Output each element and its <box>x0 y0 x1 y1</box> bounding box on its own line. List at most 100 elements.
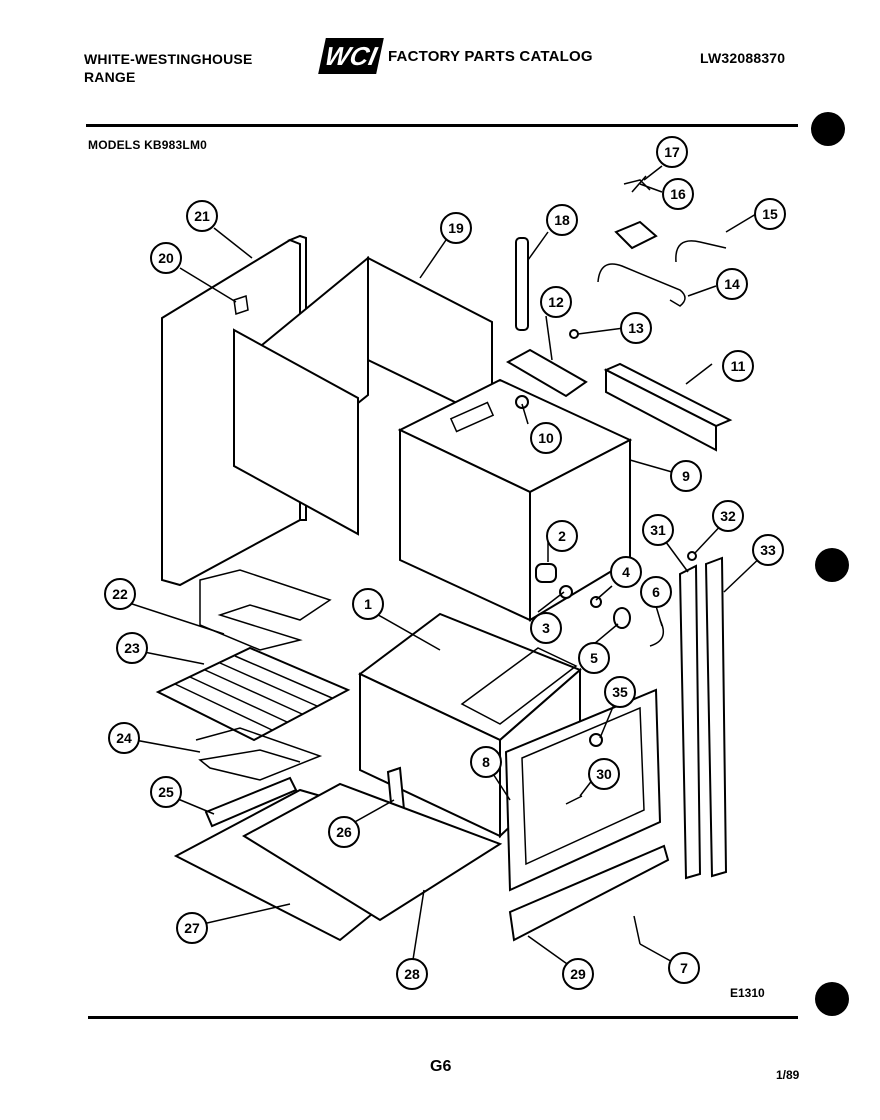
punch-hole-bottom <box>815 982 849 1016</box>
svg-text:7: 7 <box>680 960 688 976</box>
bake-element <box>195 727 323 781</box>
brand-line1: WHITE-WESTINGHOUSE <box>84 51 253 67</box>
callout-18: 18 <box>546 204 578 236</box>
callout-23: 23 <box>116 632 148 664</box>
catalog-header: WCI FACTORY PARTS CATALOG <box>318 38 593 74</box>
svg-text:18: 18 <box>554 212 570 228</box>
svg-text:26: 26 <box>336 824 352 840</box>
callout-3: 3 <box>530 612 562 644</box>
callout-22: 22 <box>104 578 136 610</box>
svg-text:27: 27 <box>184 920 200 936</box>
svg-text:4: 4 <box>622 564 630 580</box>
light-socket <box>589 733 603 747</box>
brand-line2: RANGE <box>84 69 136 85</box>
pipe-fitting <box>675 240 727 263</box>
top-rule <box>86 124 798 127</box>
svg-text:10: 10 <box>538 430 554 446</box>
svg-text:21: 21 <box>194 208 210 224</box>
svg-text:16: 16 <box>670 186 686 202</box>
side-strip-right <box>704 556 728 878</box>
callout-27: 27 <box>176 912 208 944</box>
callout-2: 2 <box>546 520 578 552</box>
broil-element <box>199 569 332 651</box>
svg-text:3: 3 <box>542 620 550 636</box>
callout-1: 1 <box>352 588 384 620</box>
document-number: LW32088370 <box>700 50 786 66</box>
svg-text:28: 28 <box>404 966 420 982</box>
valve <box>535 563 557 583</box>
callout-30: 30 <box>588 758 620 790</box>
svg-text:17: 17 <box>664 144 680 160</box>
callout-25: 25 <box>150 776 182 808</box>
gas-pipe <box>597 263 686 307</box>
bracket-face <box>605 368 717 452</box>
callout-11: 11 <box>722 350 754 382</box>
callout-21: 21 <box>186 200 218 232</box>
oven-wrapper <box>233 255 493 536</box>
svg-text:33: 33 <box>760 542 776 558</box>
svg-text:9: 9 <box>682 468 690 484</box>
callout-32: 32 <box>712 500 744 532</box>
svg-text:25: 25 <box>158 784 174 800</box>
svg-text:1: 1 <box>364 596 372 612</box>
orifice-block <box>614 220 658 250</box>
svg-text:5: 5 <box>590 650 598 666</box>
callout-16: 16 <box>662 178 694 210</box>
bottom-rule <box>88 1016 798 1019</box>
latch <box>565 795 583 805</box>
callout-12: 12 <box>540 286 572 318</box>
drawing-code: E1310 <box>730 986 765 1000</box>
burner-cover <box>505 348 588 398</box>
svg-text:2: 2 <box>558 528 566 544</box>
knob <box>559 585 573 599</box>
models-label: MODELS KB983LM0 <box>88 138 208 152</box>
callout-8: 8 <box>470 746 502 778</box>
side-strip-left <box>678 564 702 880</box>
grommet <box>515 395 529 409</box>
callout-7: 7 <box>668 952 700 984</box>
svg-text:11: 11 <box>731 358 746 374</box>
svg-text:32: 32 <box>720 508 736 524</box>
callout-20: 20 <box>150 242 182 274</box>
callout-5: 5 <box>578 642 610 674</box>
callout-31: 31 <box>642 514 674 546</box>
oven-bottom <box>242 782 503 922</box>
catalog-title: FACTORY PARTS CATALOG <box>388 47 593 65</box>
door-frame <box>504 688 662 892</box>
svg-text:13: 13 <box>628 320 644 336</box>
svg-text:6: 6 <box>652 584 660 600</box>
svg-text:31: 31 <box>650 522 666 538</box>
burner-box <box>397 378 633 622</box>
svg-text:19: 19 <box>448 220 464 236</box>
callout-35: 35 <box>604 676 636 708</box>
igniter <box>590 596 602 608</box>
svg-text:8: 8 <box>482 754 490 770</box>
svg-text:24: 24 <box>116 730 132 746</box>
bracket-small <box>233 295 249 315</box>
callout-24: 24 <box>108 722 140 754</box>
svg-text:22: 22 <box>112 586 128 602</box>
callout-9: 9 <box>670 460 702 492</box>
punch-hole-middle <box>815 548 849 582</box>
callout-33: 33 <box>752 534 784 566</box>
svg-text:29: 29 <box>570 966 586 982</box>
callout-6: 6 <box>640 576 672 608</box>
tube <box>515 237 529 331</box>
callout-4: 4 <box>610 556 642 588</box>
sensor <box>613 607 631 629</box>
svg-text:15: 15 <box>762 206 778 222</box>
element-bracket <box>204 776 298 828</box>
svg-text:20: 20 <box>158 250 174 266</box>
callout-26: 26 <box>328 816 360 848</box>
svg-text:35: 35 <box>612 684 628 700</box>
callout-17: 17 <box>656 136 688 168</box>
callout-29: 29 <box>562 958 594 990</box>
svg-text:23: 23 <box>124 640 140 656</box>
svg-text:14: 14 <box>724 276 740 292</box>
punch-hole-top <box>811 112 845 146</box>
callout-15: 15 <box>754 198 786 230</box>
svg-text:30: 30 <box>596 766 612 782</box>
back-panel <box>161 234 307 587</box>
